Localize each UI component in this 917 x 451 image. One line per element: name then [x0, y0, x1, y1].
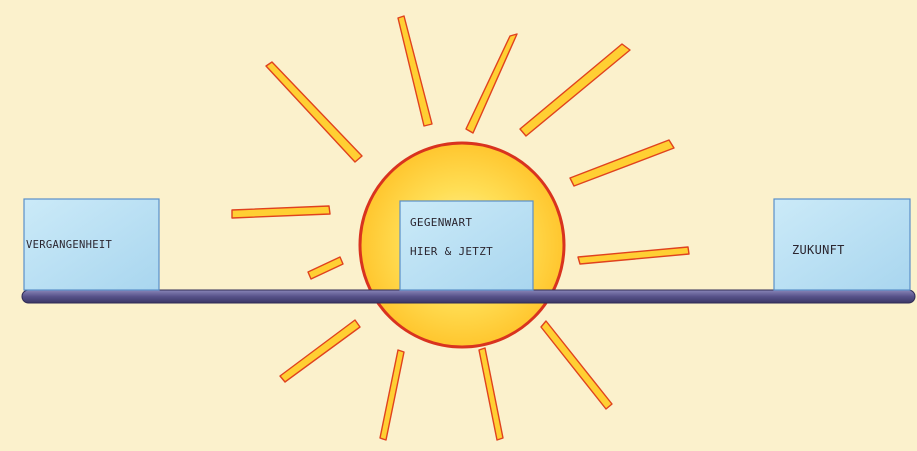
sun-ray	[280, 320, 360, 382]
sun-ray	[541, 321, 612, 409]
present-label-line1: Gegenwart	[410, 216, 472, 229]
sun-ray	[466, 34, 517, 133]
timeline-bar	[22, 290, 915, 303]
sun-ray	[479, 348, 503, 440]
sun-ray	[578, 247, 689, 264]
sun-ray	[266, 62, 362, 162]
sun-ray	[308, 257, 343, 279]
sun-ray	[232, 206, 330, 218]
sun-ray	[380, 350, 404, 440]
sun-ray	[520, 44, 630, 136]
past-label: Vergangenheit	[26, 239, 112, 251]
present-label-line2: Hier & Jetzt	[410, 245, 493, 258]
future-label: Zukunft	[792, 243, 845, 257]
sun-ray	[398, 16, 432, 126]
sun-ray	[570, 140, 674, 186]
